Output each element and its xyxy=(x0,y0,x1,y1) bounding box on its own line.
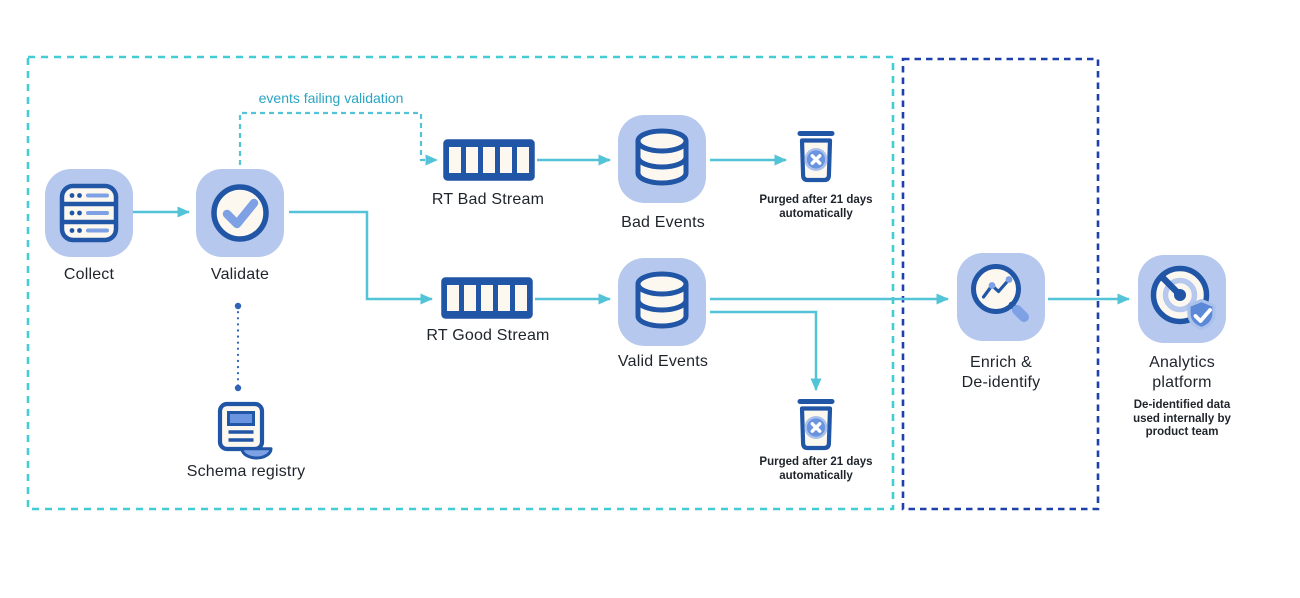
analytics-label-line2: platform xyxy=(1152,374,1212,391)
collect-node xyxy=(45,169,133,257)
bad-purge-note-line2: automatically xyxy=(779,207,853,220)
queue-icon-bad-stream xyxy=(443,139,535,181)
validate-node xyxy=(196,169,284,257)
radar-shield-icon xyxy=(1150,265,1216,331)
queue-icon-good-stream xyxy=(441,277,533,319)
bad-events-label: Bad Events xyxy=(621,214,705,231)
checkmark-circle-icon xyxy=(211,184,269,242)
analytics-node xyxy=(1138,255,1226,343)
analytics-note-line2: used internally by xyxy=(1133,412,1231,425)
bad-purge-note: Purged after 21 days automatically xyxy=(759,194,872,221)
analytics-note-line1: De-identified data xyxy=(1133,399,1231,411)
server-icon xyxy=(59,183,119,243)
analytics-note-line3: product team xyxy=(1145,426,1219,438)
validate-label: Validate xyxy=(210,266,270,283)
database-icon xyxy=(635,271,689,329)
enrich-node xyxy=(957,253,1045,341)
edge-validate-goodqueue xyxy=(289,210,433,305)
dotted-endpoint-top xyxy=(234,302,242,310)
good-purge-note-line2: automatically xyxy=(779,469,853,482)
collect-label: Collect xyxy=(63,266,115,283)
good-purge-note-line1: Purged after 21 days xyxy=(759,456,873,468)
trash-icon-bad xyxy=(797,131,835,183)
trash-icon-good xyxy=(797,399,835,451)
analytics-label: Analytics platform xyxy=(1149,353,1215,393)
rt-bad-stream-label: RT Bad Stream xyxy=(431,191,545,208)
dotted-endpoint-bottom xyxy=(234,384,242,392)
analytics-label-line1: Analytics xyxy=(1149,354,1215,371)
valid-events-node xyxy=(618,258,706,346)
bad-events-node xyxy=(618,115,706,203)
enrich-zone-border xyxy=(901,57,1100,511)
schema-registry-label: Schema registry xyxy=(186,463,306,480)
database-icon xyxy=(635,128,689,186)
enrich-label-line2: De-identify xyxy=(961,374,1041,391)
pipeline-zone-border xyxy=(26,55,895,511)
valid-events-label: Valid Events xyxy=(617,353,709,370)
analytics-note: De-identified data used internally by pr… xyxy=(1133,399,1231,440)
rt-good-stream-label: RT Good Stream xyxy=(426,327,550,344)
failing-validation-edge-label: events failing validation xyxy=(258,90,404,106)
good-purge-note: Purged after 21 days automatically xyxy=(759,456,872,483)
edge-validate-badqueue-dashed xyxy=(238,111,438,166)
magnifier-chart-icon xyxy=(971,264,1029,322)
enrich-label-line1: Enrich & xyxy=(969,354,1033,371)
bad-purge-note-line1: Purged after 21 days xyxy=(759,194,873,206)
enrich-label: Enrich & De-identify xyxy=(962,353,1041,393)
document-scroll-icon xyxy=(217,401,273,460)
edge-validevents-trash xyxy=(710,310,822,391)
